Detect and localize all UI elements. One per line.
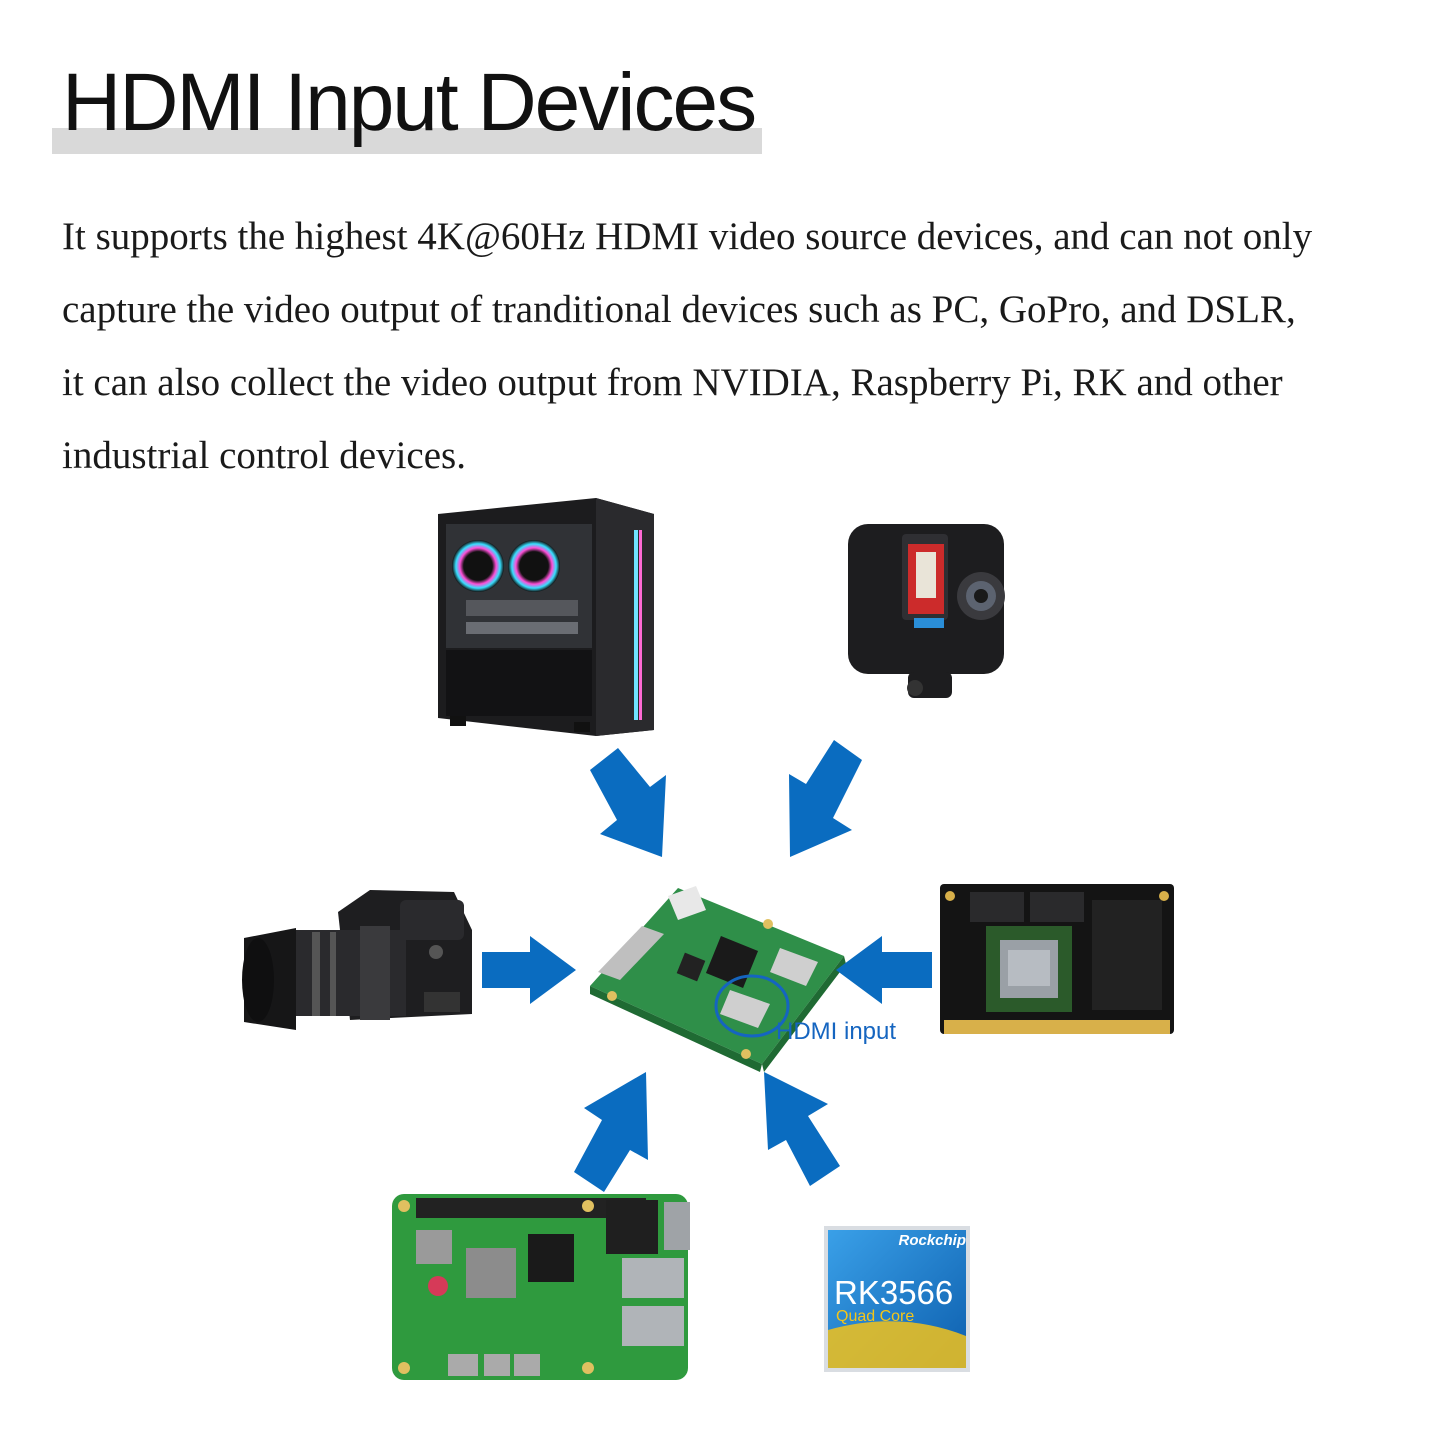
rockchip-subtitle: Quad Core xyxy=(836,1308,915,1325)
arrow-from-rockchip xyxy=(764,1072,840,1186)
page-title: HDMI Input Devices xyxy=(62,57,757,148)
arrow-from-gopro xyxy=(789,740,862,857)
rockchip-model: RK3566 xyxy=(834,1274,954,1311)
intro-line: It supports the highest 4K@60Hz HDMI vid… xyxy=(62,215,1313,258)
arrow-from-pc xyxy=(590,748,666,857)
title-block: HDMI Input Devices xyxy=(52,58,762,154)
rockchip-brand: Rockchip xyxy=(898,1232,966,1249)
intro-paragraph: It supports the highest 4K@60Hz HDMI vid… xyxy=(62,200,1382,492)
arrow-from-nvidia xyxy=(836,936,932,1004)
action-camera-icon xyxy=(848,524,1005,698)
raspberry-pi-icon xyxy=(392,1194,690,1380)
title-underline-bar xyxy=(52,128,762,154)
intro-line: industrial control devices. xyxy=(62,434,466,477)
intro-line: capture the video output of tranditional… xyxy=(62,288,1296,331)
intro-line: it can also collect the video output fro… xyxy=(62,361,1283,404)
arrow-from-dslr xyxy=(482,936,576,1004)
dslr-camera-icon xyxy=(242,890,472,1030)
capture-board-icon xyxy=(590,886,846,1072)
arrow-from-raspberry-pi xyxy=(574,1072,648,1192)
rockchip-chip-icon xyxy=(824,1226,970,1372)
nvidia-module-icon xyxy=(940,884,1174,1034)
pc-tower-icon xyxy=(438,498,654,736)
hdmi-input-callout: HDMI input xyxy=(776,1018,897,1045)
